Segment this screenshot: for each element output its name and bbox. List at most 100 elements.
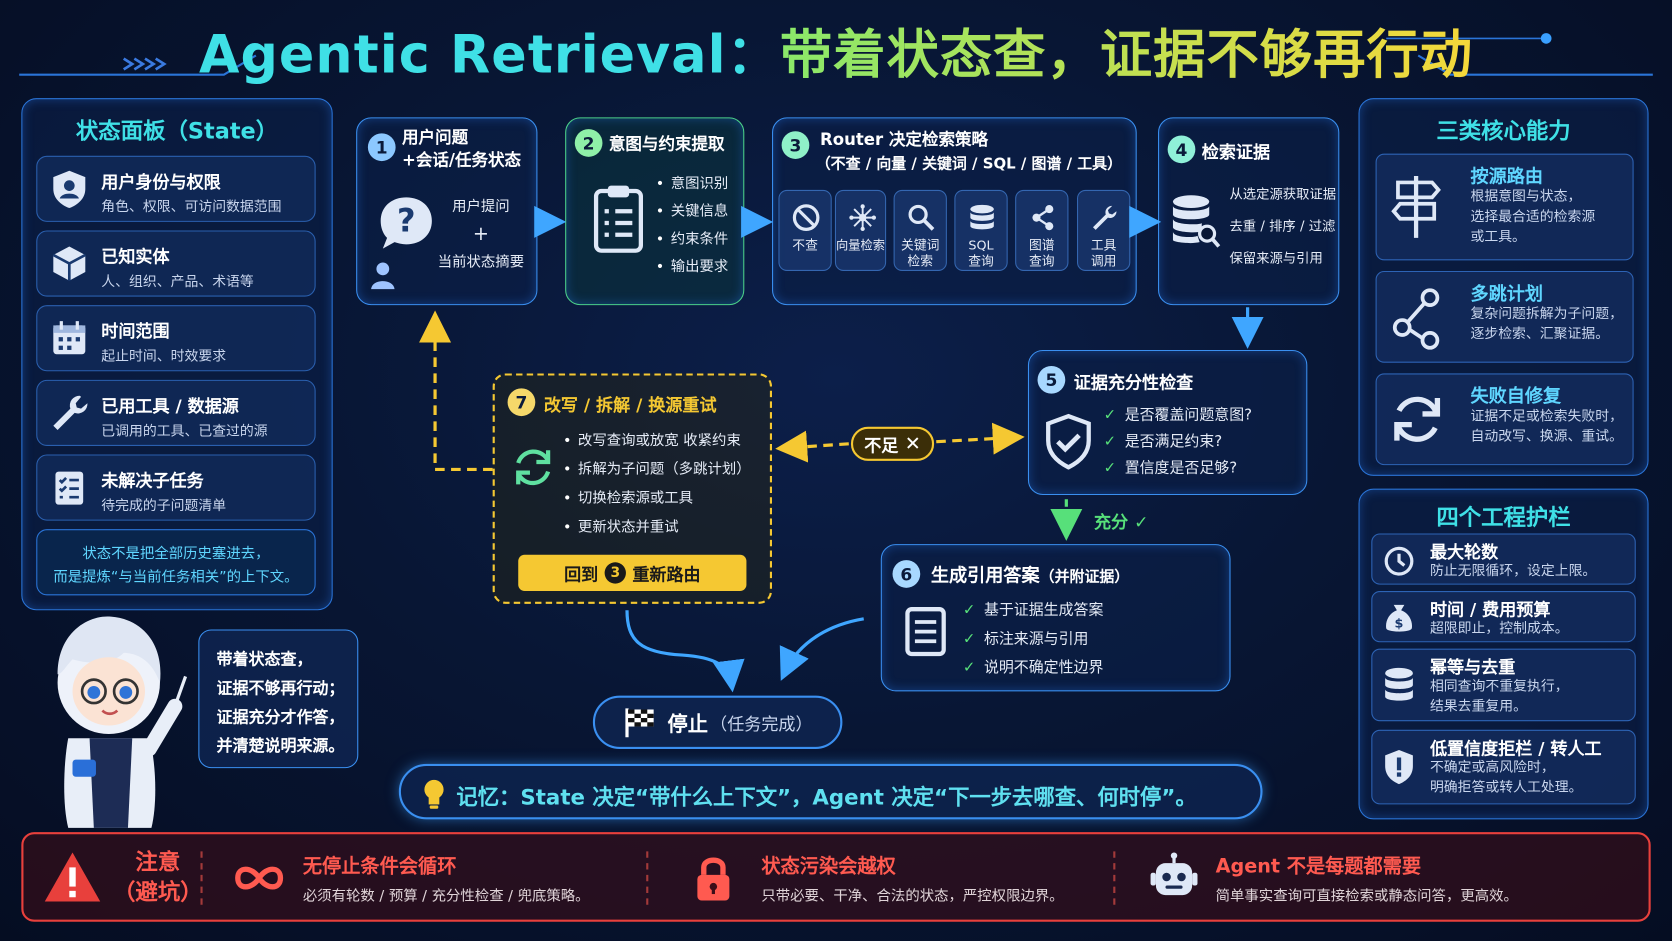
- step-2-bullet: 意图识别: [656, 175, 728, 192]
- user-icon: [371, 262, 395, 290]
- capability-sub-line: 自动改写、换源、重试。: [1470, 428, 1623, 445]
- capability-title: 失败自修复: [1470, 386, 1562, 408]
- no-entry-icon: [792, 204, 820, 231]
- state-note-line2: 而是提炼“与当前任务相关”的上下文。: [53, 568, 299, 586]
- stop-title: 停止: [667, 712, 709, 736]
- guardrails-heading: 四个工程护栏: [1436, 504, 1571, 531]
- guardrail-sub-line: 防止无限循环，设定上限。: [1429, 563, 1597, 580]
- title-part-2: 带着状态查，证据不够再行动: [779, 24, 1474, 86]
- divider: [1113, 851, 1116, 905]
- step-1-plus: +: [472, 222, 489, 246]
- step-1-text1: 用户提问: [452, 198, 510, 216]
- state-item-tools: 已用工具 / 数据源 已调用的工具、已查过的源: [36, 379, 316, 446]
- close-icon: ✕: [904, 432, 921, 456]
- warning-title: Agent 不是每题都需要: [1215, 855, 1422, 879]
- capability-sub-line: 证据不足或检索失败时，: [1470, 408, 1623, 425]
- capability-title: 按源路由: [1470, 166, 1543, 188]
- speech-line: 带着状态查，: [216, 649, 313, 669]
- state-item-sub: 起止时间、时效要求: [101, 348, 227, 365]
- step-2-bullet: 关键信息: [656, 203, 728, 220]
- capability-sub: 根据意图与状态，选择最合适的检索源或工具。: [1470, 187, 1595, 248]
- capability-sub: 证据不足或检索失败时， 自动改写、换源、重试。: [1470, 406, 1623, 447]
- capability-title: 多跳计划: [1470, 283, 1543, 306]
- speech-text: 带着状态查， 证据不够再行动； 证据充分才作答， 并清楚说明来源。: [216, 645, 344, 760]
- search-icon: [908, 204, 935, 231]
- state-item-time: 时间范围 起止时间、时效要求: [36, 305, 316, 372]
- clock-icon: [1384, 546, 1414, 576]
- step-2-box: 2 意图与约束提取 意图识别 关键信息 约束条件 输出要求: [565, 117, 745, 306]
- warning-triangle-icon: [44, 852, 101, 902]
- step-1-title-line1: 用户问题: [402, 128, 469, 148]
- guardrail-sub: 相同查询不重复执行，结果去重复用。: [1430, 676, 1569, 717]
- tool-keyword: 关键词检索: [893, 189, 947, 271]
- step-7-bullets: 改写查询或放宽 收紧约束 拆解为子问题（多跳计划） 切换检索源或工具 更新状态并…: [563, 427, 751, 542]
- step-2-number: 2: [574, 129, 603, 157]
- checkered-flag-icon: [625, 708, 654, 738]
- state-note: 状态不是把全部历史塞进去， 而是提炼“与当前任务相关”的上下文。: [36, 529, 316, 596]
- reroute-button[interactable]: 回到 3 重新路由: [518, 554, 747, 592]
- question-bubble-icon: ?: [380, 197, 432, 249]
- guardrail-sub-line: 结果去重复用。: [1429, 698, 1528, 715]
- warning-sub: 必须有轮数 / 预算 / 充分性检查 / 兜底策略。: [302, 887, 590, 905]
- memory-bar: 记忆：State 决定“带什么上下文”，Agent 决定“下一步去哪查、何时停”…: [398, 763, 1263, 820]
- guardrail-low-confidence: 低置信度拒栏 / 转人工 不确定或高风险时，明确拒答或转人工处理。: [1371, 729, 1636, 805]
- step-1-box: 1 用户问题 +会话/任务状态 ? 用户提问 + 当前状态摘要: [356, 117, 538, 306]
- guardrail-max-rounds: 最大轮数 防止无限循环，设定上限。: [1371, 533, 1636, 585]
- warning-label-2: （避坑）: [113, 879, 203, 905]
- state-item-sub: 人、组织、产品、术语等: [101, 274, 254, 291]
- step-3-title: Router 决定检索策略: [820, 130, 989, 150]
- capability-sub-line: 复杂问题拆解为子问题，: [1470, 306, 1623, 323]
- step-6-title: 生成引用答案（并附证据）: [931, 560, 1130, 586]
- state-item-title: 用户身份与权限: [101, 171, 221, 193]
- state-item-subtasks: 未解决子任务 待完成的子问题清单: [36, 454, 316, 521]
- shield-check-icon: [1046, 413, 1091, 470]
- step-1-body: 用户提问 + 当前状态摘要: [432, 193, 530, 276]
- tool-label: 图谱: [1028, 237, 1055, 253]
- state-item-sub: 已调用的工具、已查过的源: [101, 423, 268, 440]
- step-4-line: 保留来源与引用: [1229, 249, 1323, 266]
- tool-label: 不查: [792, 237, 818, 253]
- tool-no-search: 不查: [778, 189, 832, 271]
- tool-label: SQL: [968, 237, 994, 253]
- state-item-sub: 角色、权限、可访问数据范围: [101, 199, 282, 216]
- tool-label: 关键词: [901, 237, 940, 253]
- tool-label-2: 查询: [1028, 253, 1055, 269]
- guardrail-sub: 防止无限循环，设定上限。: [1430, 561, 1596, 581]
- title-part-1: Agentic Retrieval：: [198, 24, 780, 86]
- shield-alert-icon: [1385, 750, 1413, 785]
- reroute-step-number: 3: [604, 562, 626, 584]
- state-item-title: 时间范围: [101, 321, 170, 342]
- capabilities-heading: 三类核心能力: [1436, 118, 1571, 145]
- step-5-number: 5: [1037, 365, 1066, 394]
- step-6-check: 说明不确定性边界: [963, 659, 1103, 676]
- step-4-box: 4 检索证据 从选定源获取证据 去重 / 排序 / 过滤 保留来源与引用: [1158, 117, 1340, 306]
- step-7-bullet: 拆解为子问题（多跳计划）: [563, 461, 751, 478]
- step-6-title-suffix: （并附证据）: [1039, 568, 1130, 586]
- wrench-icon: [53, 395, 88, 430]
- lightbulb-icon: [424, 779, 444, 809]
- sufficient-label: 充分 ✓: [1094, 508, 1148, 534]
- step-1-title-line2: +会话/任务状态: [402, 150, 522, 170]
- guardrail-idempotent: 幂等与去重 相同查询不重复执行，结果去重复用。: [1371, 648, 1636, 722]
- state-item-title: 已知实体: [101, 246, 170, 267]
- shield-user-icon: [53, 170, 86, 209]
- tool-label-2: 查询: [968, 253, 994, 269]
- signpost-icon: [1391, 176, 1441, 238]
- guardrail-sub-line: 明确拒答或转人工处理。: [1429, 779, 1583, 796]
- infinity-icon: [235, 866, 284, 890]
- refresh-icon: [1394, 396, 1441, 442]
- step-7-number: 7: [507, 388, 536, 417]
- capability-sub-line: 选择最合适的检索源: [1470, 209, 1596, 226]
- speech-bubble: 带着状态查， 证据不够再行动； 证据充分才作答， 并清楚说明来源。: [198, 629, 359, 769]
- graph-share-icon: [1032, 205, 1054, 231]
- check-icon: ✓: [1128, 512, 1149, 533]
- warning-label-1: 注意: [135, 849, 181, 875]
- step-4-title: 检索证据: [1201, 141, 1271, 163]
- reroute-prefix: 回到: [564, 564, 599, 585]
- guardrail-title: 幂等与去重: [1429, 657, 1516, 678]
- tool-label: 向量检索: [836, 237, 886, 253]
- robot-icon: [1150, 852, 1198, 896]
- warning-title: 状态污染会越权: [761, 855, 896, 879]
- capability-sub-line: 根据意图与状态，: [1470, 188, 1582, 205]
